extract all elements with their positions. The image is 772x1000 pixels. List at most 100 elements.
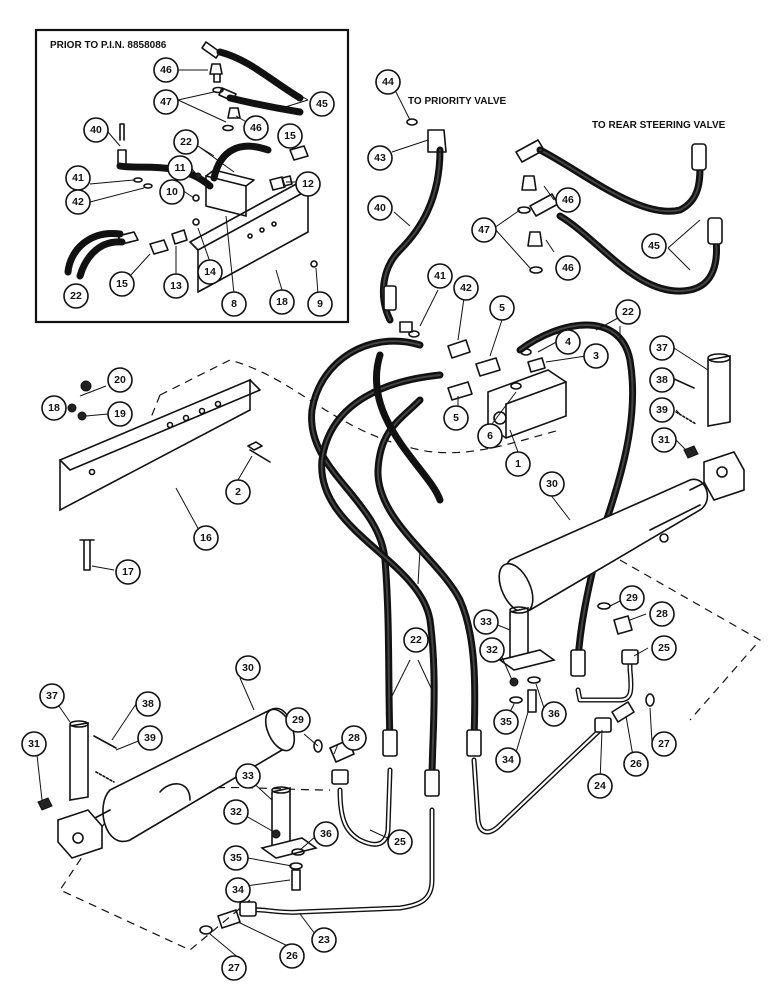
callout-34: 34 [495, 747, 521, 773]
svg-text:35: 35 [500, 716, 512, 728]
inset-hose-22a [210, 142, 272, 182]
cylinder-30-right-band [649, 504, 701, 531]
callout-42: 42 [65, 189, 91, 215]
callout-35: 35 [223, 845, 249, 871]
nut-23 [239, 901, 257, 917]
callout-31: 31 [651, 427, 677, 453]
inset-fitting-15b [149, 239, 169, 255]
svg-text:11: 11 [174, 162, 185, 174]
svg-text:45: 45 [648, 240, 660, 252]
callout-15: 15 [109, 271, 135, 297]
inset-oring-41 [133, 177, 143, 183]
hose-22-center-core [376, 399, 476, 741]
callout-29: 29 [619, 585, 645, 611]
pivot-33-left-top [271, 786, 291, 794]
svg-text:43: 43 [374, 152, 386, 164]
inset-adapter-40 [117, 149, 127, 165]
hose-22-right-core [519, 324, 634, 661]
callout-30: 30 [235, 655, 261, 681]
inset-hose-22c [64, 230, 124, 276]
svg-text:3: 3 [593, 350, 599, 362]
bracket-hole [198, 407, 206, 415]
callout-32: 32 [479, 637, 505, 663]
hose-end-a [382, 729, 398, 757]
oring-47-upper [517, 206, 531, 214]
oring-6 [510, 382, 522, 390]
tee-5-lower [447, 381, 473, 401]
cylinder-30-right [503, 478, 709, 613]
svg-text:36: 36 [548, 708, 560, 720]
bracket-16 [59, 378, 251, 512]
callout-16: 16 [193, 525, 219, 551]
oring-44 [406, 118, 418, 126]
tube-24 [471, 727, 603, 835]
callout-42: 42 [453, 275, 479, 301]
svg-text:22: 22 [70, 290, 82, 302]
callout-33: 33 [473, 609, 499, 635]
callout-18: 18 [269, 289, 295, 315]
svg-text:17: 17 [122, 566, 134, 578]
inset-hose-end [117, 231, 139, 245]
callout-22: 22 [615, 299, 641, 325]
svg-text:42: 42 [72, 196, 84, 208]
svg-text:18: 18 [48, 402, 60, 414]
callout-2: 2 [225, 479, 251, 505]
dashed-outline-upper-end [149, 394, 161, 421]
inset-oring-14 [192, 218, 200, 226]
callout-4: 4 [555, 329, 581, 355]
inset-valve-block [205, 174, 247, 218]
svg-text:45: 45 [316, 98, 328, 110]
hose-22-cross [373, 351, 444, 504]
bracket-hole [182, 414, 190, 422]
inset-oring-42 [143, 183, 153, 189]
svg-text:40: 40 [374, 202, 386, 214]
to-rear-steering-valve-label: TO REAR STEERING VALVE [592, 120, 726, 131]
svg-text:31: 31 [28, 738, 40, 750]
fitting-40 [399, 321, 413, 333]
inset-oring-47a [212, 86, 224, 94]
plug-3 [527, 357, 546, 373]
dashed-outline-right [619, 559, 761, 721]
tube-23-core [246, 808, 434, 914]
pin-37-left-top [69, 720, 89, 728]
svg-text:39: 39 [144, 732, 156, 744]
callout-9: 9 [307, 291, 333, 317]
svg-text:28: 28 [656, 608, 668, 620]
adapter-42 [447, 339, 471, 359]
svg-text:34: 34 [232, 884, 244, 896]
callout-8: 8 [221, 291, 247, 317]
rear-steer-hose-lower-core [559, 215, 718, 293]
svg-text:9: 9 [317, 298, 323, 310]
svg-text:28: 28 [348, 732, 360, 744]
callout-22: 22 [173, 129, 199, 155]
inset-elbow-upper [201, 41, 221, 59]
callout-37: 37 [39, 683, 65, 709]
washer-19 [77, 411, 87, 421]
hose-22-left-b-core [320, 374, 441, 781]
inset-fitting-46a [209, 63, 223, 83]
pivot-plate-33-right [498, 649, 556, 671]
svg-text:36: 36 [320, 828, 332, 840]
nut-20 [80, 380, 92, 392]
cylinder-30-left-bump [159, 783, 191, 801]
tube-25-right [575, 657, 634, 703]
svg-text:8: 8 [231, 298, 237, 310]
valve-1-port [493, 411, 507, 425]
svg-text:46: 46 [562, 262, 574, 274]
grease-39-right [675, 411, 697, 425]
inset-hose-22b [116, 162, 214, 190]
inset-bracket [197, 189, 309, 293]
callout-36: 36 [541, 701, 567, 727]
inset-plug-11 [194, 172, 202, 180]
svg-text:33: 33 [480, 616, 492, 628]
svg-text:47: 47 [478, 224, 490, 236]
cylinder-30-right-port [659, 533, 669, 543]
svg-text:25: 25 [658, 642, 670, 654]
svg-text:15: 15 [116, 278, 128, 290]
callout-23: 23 [311, 927, 337, 953]
callout-31: 31 [21, 731, 47, 757]
dashed-outline-upper [159, 359, 561, 454]
svg-text:37: 37 [656, 342, 668, 354]
nut-25-left [331, 769, 349, 785]
callout-3: 3 [583, 343, 609, 369]
